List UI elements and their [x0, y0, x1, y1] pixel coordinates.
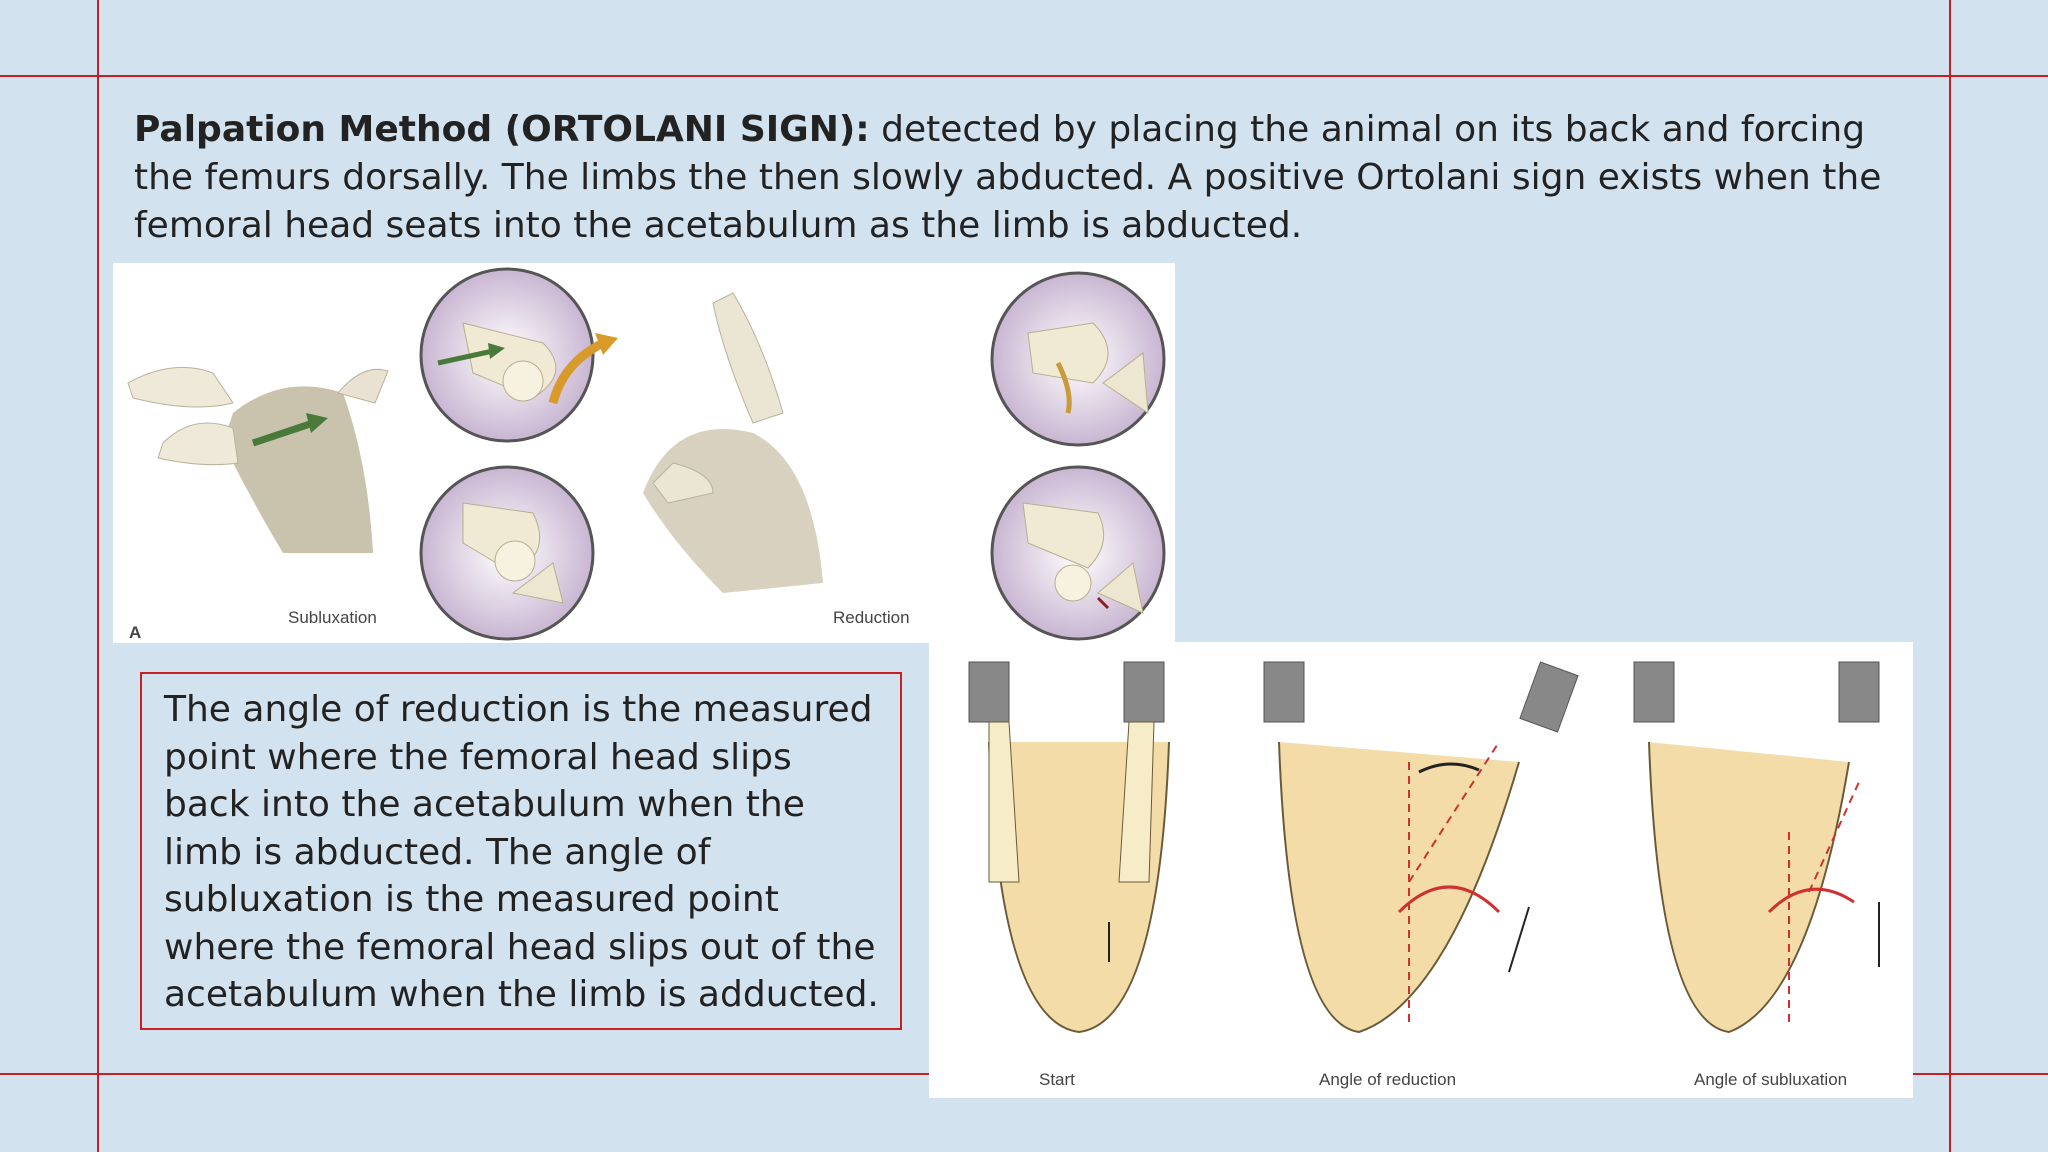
- angle-of-subluxation-drawing: [1633, 661, 1880, 1034]
- subluxation-detail-top: [419, 267, 595, 443]
- angle-measurement-illustration: Start Angle of reduction Angle of sublux…: [929, 642, 1913, 1098]
- start-pelvis-drawing: [968, 661, 1170, 1034]
- subluxation-pelvis-drawing: [127, 366, 389, 553]
- method-label: Palpation Method (ORTOLANI SIGN):: [134, 109, 870, 150]
- intro-paragraph: Palpation Method (ORTOLANI SIGN): detect…: [134, 106, 1914, 250]
- reduction-pelvis-drawing: [548, 292, 823, 593]
- guide-line-right: [1949, 0, 1951, 1152]
- subluxation-detail-bottom: [419, 465, 595, 641]
- panel-letter: A: [129, 623, 141, 642]
- ortolani-illustration: A Subluxation Reduction: [113, 263, 1175, 643]
- reduction-detail-top: [990, 271, 1166, 447]
- guide-line-top: [0, 75, 2048, 77]
- caption-start: Start: [1039, 1070, 1075, 1089]
- angle-of-reduction-drawing: [1263, 661, 1579, 1034]
- reduction-detail-bottom: [990, 465, 1166, 641]
- caption-reduction: Reduction: [833, 608, 910, 627]
- caption-angle-of-subluxation: Angle of subluxation: [1694, 1070, 1847, 1089]
- caption-angle-of-reduction: Angle of reduction: [1319, 1070, 1456, 1089]
- guide-line-left: [97, 0, 99, 1152]
- caption-subluxation: Subluxation: [288, 608, 377, 627]
- angle-definition-callout: The angle of reduction is the measured p…: [140, 672, 902, 1030]
- method-description: detected by placing the animal on its ba…: [134, 109, 1882, 246]
